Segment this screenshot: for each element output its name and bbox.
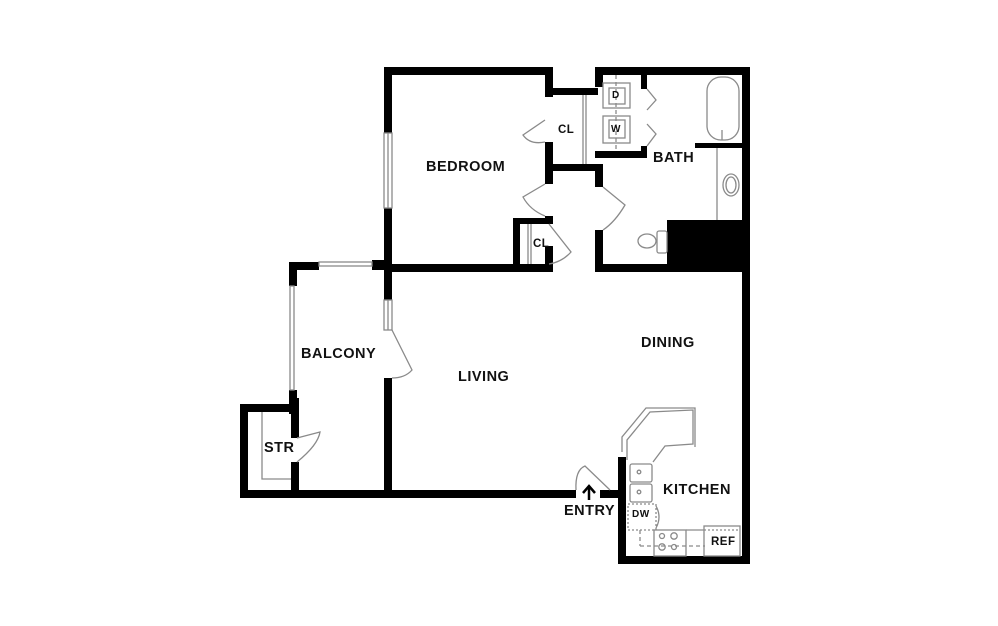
room-label-bedroom: BEDROOM — [426, 159, 506, 175]
dryer-label: D — [612, 90, 620, 101]
room-label-storage: STR — [264, 440, 295, 456]
fixtures — [261, 75, 741, 557]
washer-label: W — [611, 124, 621, 135]
room-label-bath: BATH — [653, 150, 695, 166]
dishwasher-label: DW — [632, 509, 650, 520]
walls — [240, 67, 750, 564]
room-label-living: LIVING — [458, 369, 510, 385]
refrigerator-label: REF — [711, 536, 736, 548]
room-label-kitchen: KITCHEN — [663, 482, 731, 498]
room-label-closet-bottom: CL — [533, 238, 550, 250]
entry-label: ENTRY — [564, 503, 616, 519]
room-label-closet-top: CL — [558, 124, 575, 136]
entry-arrow-icon — [582, 484, 596, 500]
room-label-dining: DINING — [641, 335, 695, 351]
room-label-balcony: BALCONY — [301, 346, 377, 362]
